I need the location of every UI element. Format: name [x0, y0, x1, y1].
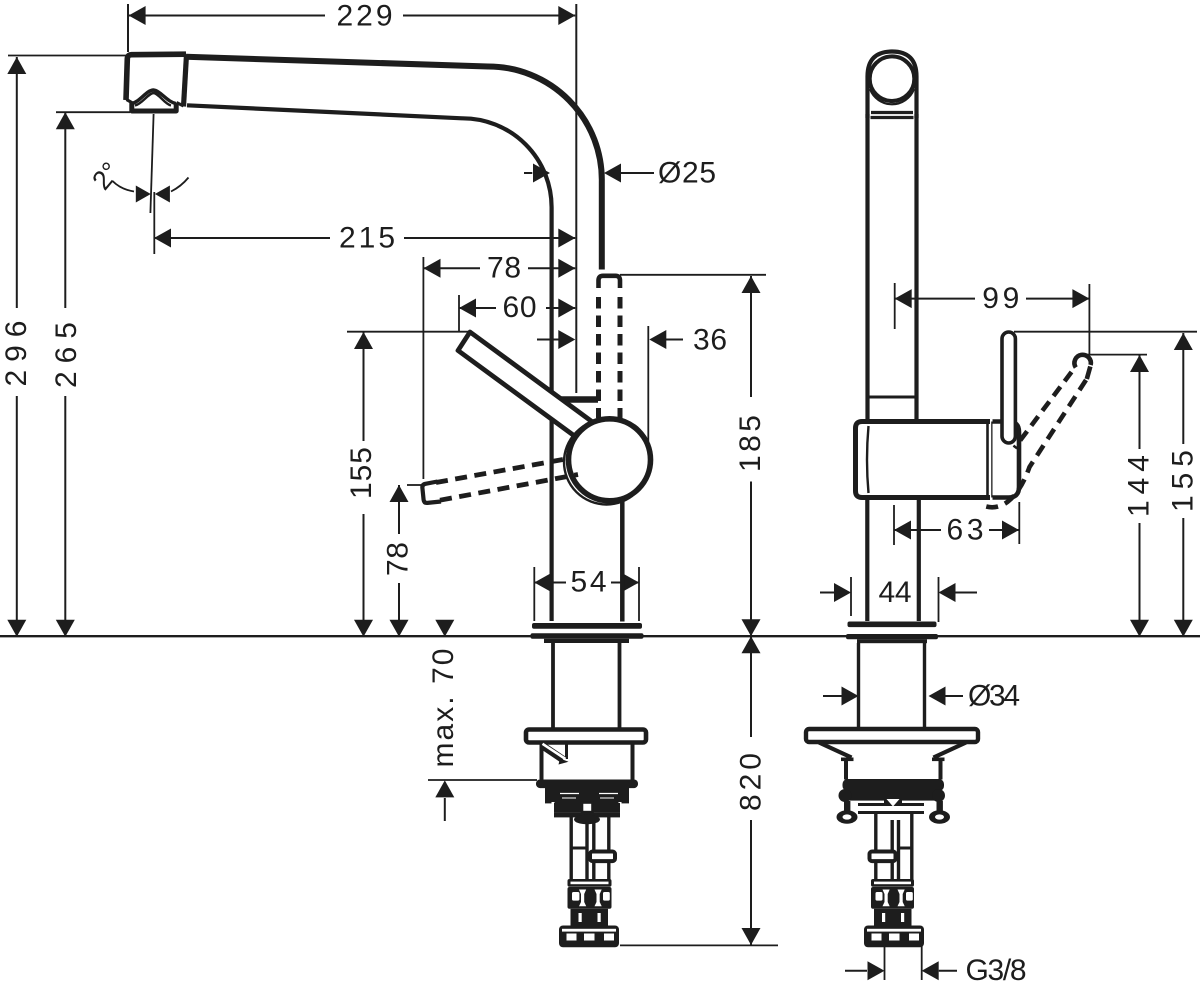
svg-text:155: 155	[1167, 450, 1200, 512]
svg-text:185: 185	[734, 415, 767, 472]
svg-text:78: 78	[382, 542, 415, 576]
svg-text:296: 296	[0, 321, 33, 387]
svg-text:Ø25: Ø25	[658, 157, 716, 190]
svg-text:max. 70: max. 70	[427, 649, 460, 768]
svg-text:99: 99	[982, 282, 1019, 315]
svg-text:Ø34: Ø34	[968, 680, 1020, 713]
svg-text:144: 144	[1123, 455, 1156, 517]
svg-text:44: 44	[879, 576, 912, 609]
svg-text:78: 78	[487, 252, 521, 285]
svg-text:63: 63	[947, 514, 984, 547]
svg-text:229: 229	[337, 0, 393, 33]
svg-text:2°: 2°	[86, 156, 126, 195]
svg-text:G3/8: G3/8	[966, 954, 1027, 987]
svg-text:60: 60	[503, 291, 537, 324]
svg-text:265: 265	[50, 322, 83, 388]
svg-text:155: 155	[345, 447, 378, 499]
svg-text:54: 54	[571, 566, 607, 599]
svg-text:215: 215	[339, 222, 395, 255]
svg-text:36: 36	[693, 324, 727, 357]
svg-text:820: 820	[735, 753, 768, 811]
